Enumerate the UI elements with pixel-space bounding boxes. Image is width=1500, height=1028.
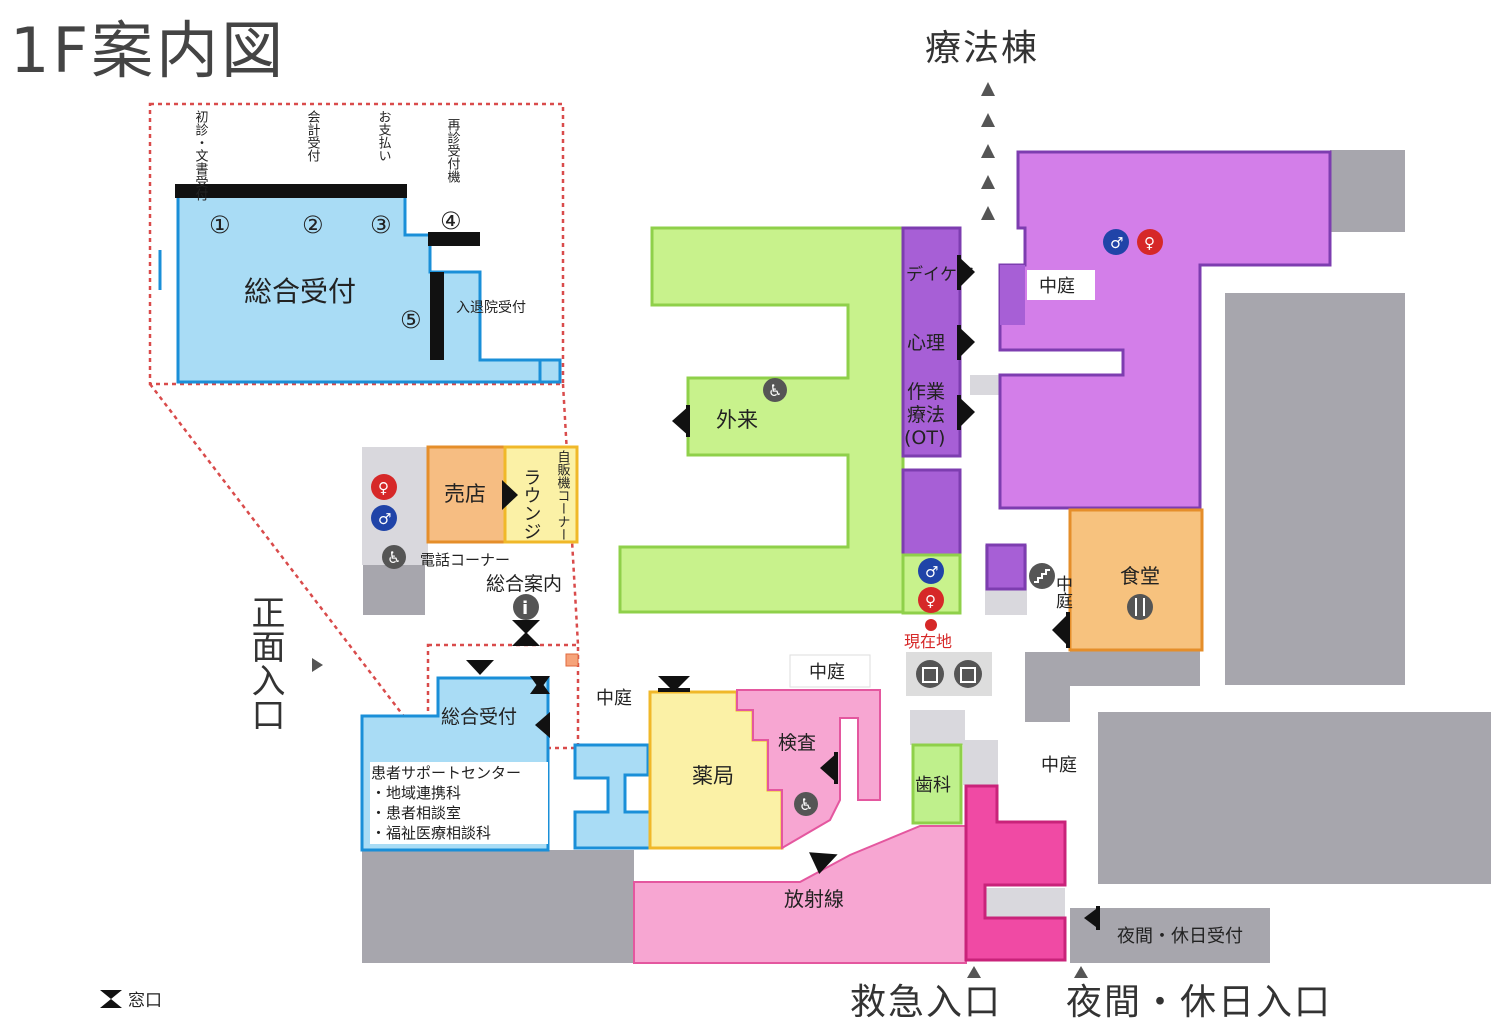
- phone-corner-label: 電話コーナー: [420, 551, 510, 569]
- support-item-1: ・地域連携科: [371, 784, 461, 802]
- elevator-icon: [906, 652, 992, 696]
- courtyard-label-cafeteria: 中庭: [1052, 575, 1073, 609]
- male-restroom-icon: ♂: [918, 558, 944, 584]
- wheelchair-icon: ♿: [382, 545, 406, 569]
- outpatient-label: 外来: [716, 408, 758, 432]
- svg-text:♿: ♿: [768, 381, 782, 400]
- main-entrance-arrow: [312, 658, 323, 672]
- shop-lounge-area: [426, 445, 579, 544]
- cafeteria-area: [1068, 508, 1204, 652]
- lab-area: [736, 689, 881, 850]
- main-entrance-label: 正面入口: [245, 595, 285, 731]
- svg-text:♂: ♂: [378, 510, 391, 528]
- window-legend-icon: [100, 990, 122, 1008]
- dental-area: [911, 743, 963, 825]
- corridors: [362, 375, 1065, 918]
- counter-5-label: 入退院受付: [456, 300, 526, 316]
- cutlery-icon: [1127, 594, 1153, 620]
- svg-text:♂: ♂: [1110, 234, 1123, 252]
- ot-label-line1: 作業: [907, 381, 945, 403]
- stairs-icon: [1029, 563, 1055, 589]
- counter-2-label: 会計受付: [305, 110, 321, 162]
- psychology-label: 心理: [907, 332, 945, 354]
- lab-label: 検査: [778, 732, 816, 754]
- counter-4-label: 再診受付機: [445, 118, 461, 183]
- counter-1-label: 初診・文書受付: [193, 110, 209, 201]
- night-holiday-entrance-label: 夜間・休日入口: [1066, 982, 1332, 1023]
- emergency-area: [964, 784, 1067, 962]
- female-restroom-icon: ♀: [371, 474, 397, 500]
- courtyard-label-lab: 中庭: [809, 662, 845, 683]
- cafeteria-label: 食堂: [1120, 564, 1160, 588]
- courtyard-label-east: 中庭: [1041, 755, 1077, 776]
- ot-label-line3: (OT): [904, 427, 945, 449]
- radiology-area: [633, 825, 967, 964]
- wheelchair-icon: ♿: [794, 792, 818, 816]
- svg-text:♀: ♀: [925, 592, 936, 610]
- pharmacy-label: 薬局: [692, 764, 734, 788]
- lounge-label: ラウンジ: [521, 468, 542, 540]
- window-legend-label: 窓口: [128, 991, 162, 1011]
- surrounding-buildings: [362, 150, 1491, 963]
- inset-main-reception-label: 総合受付: [244, 275, 356, 308]
- counter-3-number: ③: [370, 211, 392, 239]
- support-item-2: ・患者相談室: [371, 804, 461, 822]
- main-reception-label: 総合受付: [441, 706, 517, 728]
- ward-purple-area: [985, 150, 1332, 591]
- support-item-3: ・福祉医療相談科: [371, 824, 491, 842]
- courtyard-label-north: 中庭: [1039, 276, 1075, 297]
- emergency-entrance-label: 救急入口: [850, 982, 1002, 1023]
- radiology-label: 放射線: [784, 887, 844, 911]
- counter-5-number: ⑤: [400, 306, 422, 334]
- window-markers: [466, 255, 1100, 930]
- emergency-entrance-arrow: [967, 966, 981, 978]
- female-restroom-icon: ♀: [1137, 229, 1163, 255]
- male-restroom-icon: ♂: [1103, 229, 1129, 255]
- current-location-label: 現在地: [904, 632, 952, 651]
- svg-text:♀: ♀: [1144, 234, 1155, 252]
- night-entrance-arrow: [1074, 966, 1088, 978]
- svg-text:♿: ♿: [799, 795, 813, 814]
- counter-1-number: ①: [209, 211, 231, 239]
- main-reception-area: [360, 676, 668, 852]
- current-location-icon: [925, 619, 937, 631]
- svg-text:♀: ♀: [378, 479, 389, 497]
- therapy-building-label: 療法棟: [925, 28, 1039, 69]
- courtyard-label-reception: 中庭: [596, 688, 632, 709]
- dental-label: 歯科: [915, 775, 951, 796]
- info-icon: i: [513, 594, 539, 620]
- vending-corner-label: 自販機コーナー: [555, 450, 571, 541]
- svg-text:♂: ♂: [925, 563, 938, 581]
- counter-2-number: ②: [302, 211, 324, 239]
- shop-label: 売店: [444, 482, 486, 506]
- night-reception-label: 夜間・休日受付: [1117, 926, 1243, 947]
- counter-3-label: お支払い: [376, 110, 392, 162]
- therapy-building-arrows: [981, 82, 995, 220]
- info-desk-label: 総合案内: [486, 573, 562, 595]
- patient-support-label: 患者サポートセンター: [371, 764, 521, 782]
- svg-text:i: i: [522, 598, 528, 619]
- counter-4-number: ④: [440, 207, 462, 235]
- svg-text:♿: ♿: [387, 548, 401, 567]
- map-title: 1F案内図: [10, 14, 286, 87]
- female-restroom-icon: ♀: [918, 587, 944, 613]
- ot-label-line2: 療法: [907, 404, 945, 426]
- inset-reception: [158, 184, 562, 384]
- male-restroom-icon: ♂: [371, 505, 397, 531]
- shop-marker-icon: [565, 653, 579, 667]
- wheelchair-icon: ♿: [763, 378, 787, 402]
